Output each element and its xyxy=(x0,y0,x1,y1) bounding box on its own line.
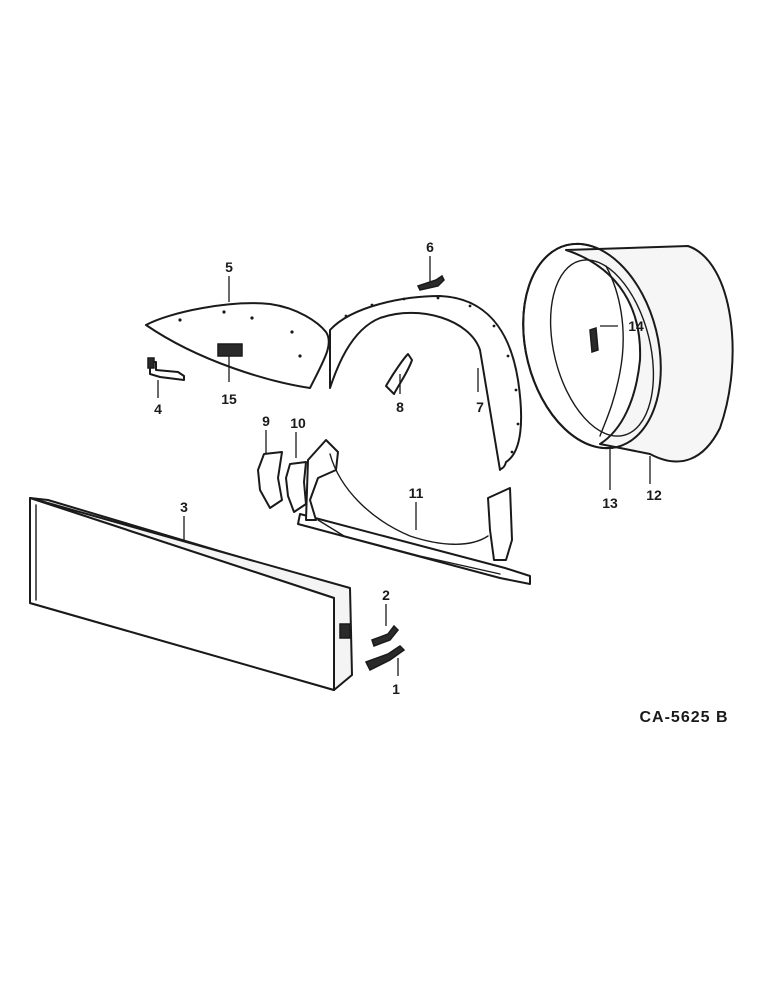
callout-8: 8 xyxy=(396,399,404,415)
part-10-plate xyxy=(285,461,307,513)
part-13-inner-band xyxy=(599,265,624,437)
part-4-bracket xyxy=(147,357,185,381)
part-6-clip xyxy=(416,274,445,291)
callout-3: 3 xyxy=(180,499,188,515)
callout-15: 15 xyxy=(221,391,237,407)
callout-10: 10 xyxy=(290,415,306,431)
part-2-spring-pin xyxy=(371,624,400,647)
callout-7: 7 xyxy=(476,399,484,415)
drawing-code: CA-5625 B xyxy=(639,709,728,726)
callout-9: 9 xyxy=(262,413,270,429)
callout-5: 5 xyxy=(225,259,233,275)
callout-2: 2 xyxy=(382,587,390,603)
part-11-frame xyxy=(297,439,531,585)
part-3-side-panel xyxy=(29,497,353,691)
part-8-curved-plate xyxy=(385,353,413,395)
part-1-latch xyxy=(364,645,406,672)
callout-4: 4 xyxy=(154,401,162,417)
callout-6: 6 xyxy=(426,239,434,255)
leader-lines xyxy=(157,256,651,676)
callout-12: 12 xyxy=(646,487,662,503)
part-14-strip xyxy=(589,326,599,354)
part-12-drum xyxy=(522,242,734,463)
callout-1: 1 xyxy=(392,681,400,697)
callout-13: 13 xyxy=(602,495,618,511)
part-9-plate xyxy=(257,451,283,509)
part-15-decal xyxy=(217,343,243,357)
part-7-disc-shroud xyxy=(329,295,523,471)
callout-11: 11 xyxy=(409,485,424,501)
callout-14: 14 xyxy=(628,318,644,334)
